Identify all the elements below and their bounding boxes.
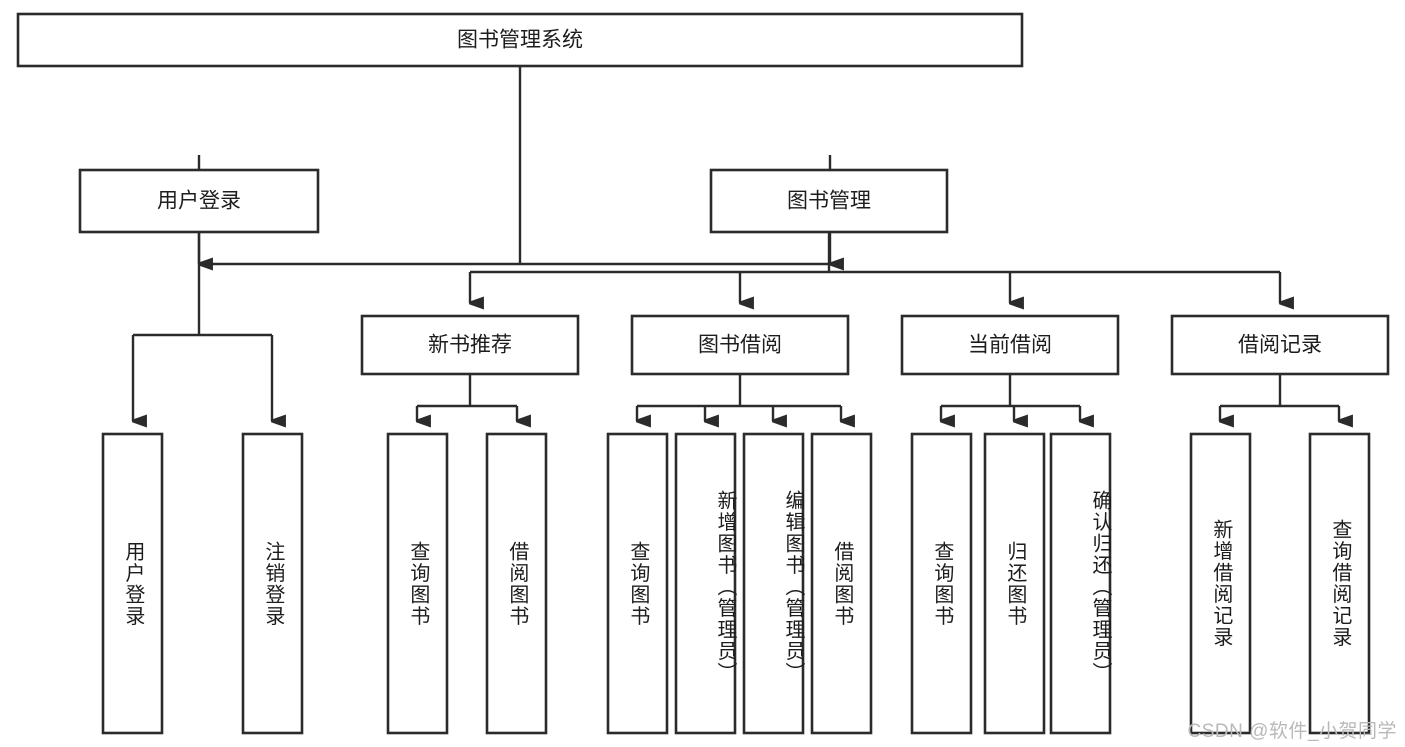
- leaf-box-edit-book[interactable]: [742, 432, 805, 735]
- connectors-root-to-level2: [197, 66, 844, 271]
- connectors-book-manage-to-level3: [468, 232, 1294, 310]
- leaf-box-query-book-2[interactable]: [606, 432, 669, 735]
- leaf-box-add-record[interactable]: [1189, 432, 1252, 735]
- connectors-book-borrow-to-leaves: [635, 374, 855, 428]
- node-book-borrow[interactable]: 图书借阅: [630, 314, 850, 376]
- leaf-boxes: [101, 432, 1371, 735]
- leaf-box-query-book-3[interactable]: [910, 432, 973, 735]
- connectors-user-login-to-leaves: [131, 232, 286, 428]
- leaf-box-confirm-return[interactable]: [1049, 432, 1112, 735]
- leaf-box-add-book[interactable]: [674, 432, 737, 735]
- connectors-new-book-rec-to-leaves: [415, 374, 531, 428]
- connectors-borrow-record-to-leaves: [1218, 374, 1353, 428]
- watermark-credit: CSDN @软件_小贺同学: [1187, 721, 1397, 742]
- node-user-login-box[interactable]: [78, 168, 320, 234]
- connectors-current-borrow-to-leaves: [939, 374, 1094, 428]
- node-book-manage[interactable]: 图书管理: [709, 168, 949, 234]
- leaf-box-query-record[interactable]: [1308, 432, 1371, 735]
- node-user-login[interactable]: 用户登录: [78, 168, 320, 234]
- node-current-borrow-box[interactable]: [900, 314, 1120, 376]
- node-root-label: 图书管理系统: [457, 29, 583, 52]
- leaf-box-borrow-book-2[interactable]: [810, 432, 873, 735]
- node-borrow-record-label: 借阅记录: [1238, 334, 1322, 357]
- node-book-manage-label: 图书管理: [787, 190, 871, 213]
- leaf-box-query-book-1[interactable]: [386, 432, 449, 735]
- leaf-box-borrow-book-1[interactable]: [485, 432, 548, 735]
- node-borrow-record-box[interactable]: [1170, 314, 1390, 376]
- node-current-borrow-label: 当前借阅: [968, 334, 1052, 357]
- leaf-box-user-login[interactable]: [101, 432, 164, 735]
- node-book-borrow-box[interactable]: [630, 314, 850, 376]
- node-root[interactable]: 图书管理系统: [16, 12, 1024, 68]
- node-book-manage-box[interactable]: [709, 168, 949, 234]
- node-user-login-label: 用户登录: [157, 190, 241, 213]
- node-new-book-rec[interactable]: 新书推荐: [360, 314, 580, 376]
- leaf-box-return-book[interactable]: [983, 432, 1046, 735]
- node-new-book-rec-label: 新书推荐: [428, 334, 512, 357]
- node-root-box[interactable]: [16, 12, 1024, 68]
- leaf-box-logout[interactable]: [241, 432, 304, 735]
- node-borrow-record[interactable]: 借阅记录: [1170, 314, 1390, 376]
- node-book-borrow-label: 图书借阅: [698, 334, 782, 357]
- node-current-borrow[interactable]: 当前借阅: [900, 314, 1120, 376]
- node-new-book-rec-box[interactable]: [360, 314, 580, 376]
